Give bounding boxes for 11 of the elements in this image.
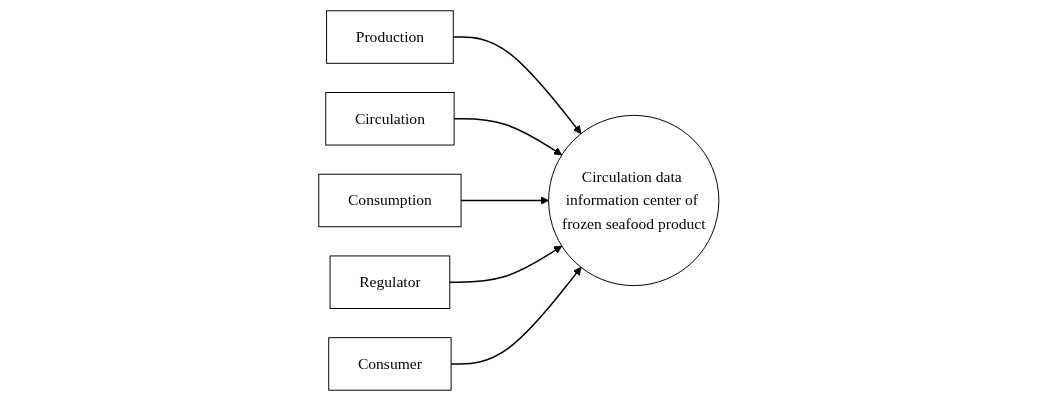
node-box: Regulator <box>329 255 451 309</box>
arrow <box>460 196 550 205</box>
arrow <box>449 245 563 283</box>
node-box: Circulation <box>325 92 455 146</box>
arrow <box>450 266 582 365</box>
arrow <box>453 118 563 156</box>
node-box: Consumer <box>328 337 452 391</box>
node-box: Consumption <box>318 173 462 228</box>
node-circle: Circulation data information center of frozen seafood product <box>548 114 720 287</box>
arrow <box>452 36 582 135</box>
node-box: Production <box>326 10 454 64</box>
